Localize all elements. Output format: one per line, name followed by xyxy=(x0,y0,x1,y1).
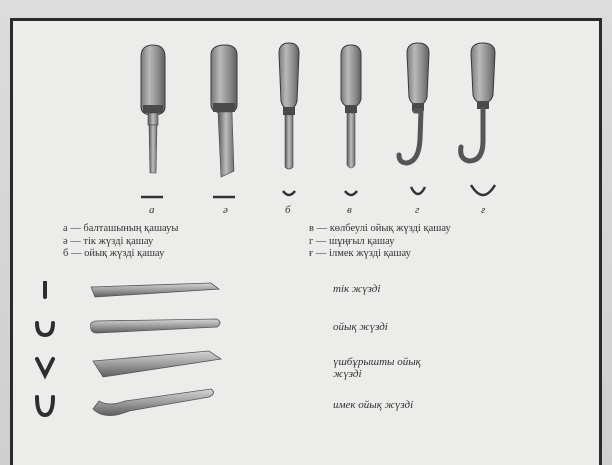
legend-left: а — балташының қашауы ә — тік жүзді қаша… xyxy=(63,223,178,261)
tool-letter-g: г xyxy=(415,204,419,216)
chisel-blades xyxy=(85,279,225,429)
edge-label-triangular: үшбұрышты ойық жүзді xyxy=(333,356,443,380)
v-edge-symbol xyxy=(37,359,53,375)
blade-flat xyxy=(91,283,219,297)
edge-profile-symbols xyxy=(33,281,63,431)
legend-item: г — шұңғыл қашау xyxy=(309,236,451,249)
profile-deep-g xyxy=(411,187,425,194)
chisel-b xyxy=(279,43,299,169)
legend-item: ғ — ілмек жүзді қашау xyxy=(309,248,451,261)
blade-curved xyxy=(91,319,220,333)
tool-letter-b: б xyxy=(285,204,291,216)
blade-triangular xyxy=(93,351,221,377)
profile-curve-b xyxy=(283,191,295,195)
legend-item: ә — тік жүзді қашау xyxy=(63,236,178,249)
tool-letter-gh: ғ xyxy=(481,204,485,216)
profile-deep-gh xyxy=(471,185,495,195)
legend-item: в — көлбеулі ойық жүзді қашау xyxy=(309,223,451,236)
deep-curve-edge-symbol xyxy=(37,397,53,415)
edge-label-bent: имек ойық жүзді xyxy=(333,399,493,411)
blade-bent xyxy=(93,389,214,416)
chisel-a xyxy=(141,45,165,173)
tool-letter-v: в xyxy=(347,204,352,216)
legend-right: в — көлбеулі ойық жүзді қашау г — шұңғыл… xyxy=(309,223,451,261)
tool-letter-ae: ә xyxy=(223,204,228,216)
blade-profiles xyxy=(141,185,495,197)
edge-label-curved: ойық жүзді xyxy=(333,321,493,333)
edge-label-flat: тік жүзді xyxy=(333,283,493,295)
legend-item: б — ойық жүзді қашау xyxy=(63,248,178,261)
tool-letter-a: а xyxy=(149,204,155,216)
figure-frame: а ә б в г ғ а — балташының қашауы ә — ті… xyxy=(10,18,602,465)
chisel-illustrations xyxy=(131,39,511,199)
chisel-gh xyxy=(461,43,495,161)
profile-curve-v xyxy=(345,191,357,195)
legend-item: а — балташының қашауы xyxy=(63,223,178,236)
chisel-ae xyxy=(211,45,237,177)
chisel-v xyxy=(341,45,361,168)
chisel-g xyxy=(399,43,429,163)
curved-edge-symbol xyxy=(37,323,53,335)
